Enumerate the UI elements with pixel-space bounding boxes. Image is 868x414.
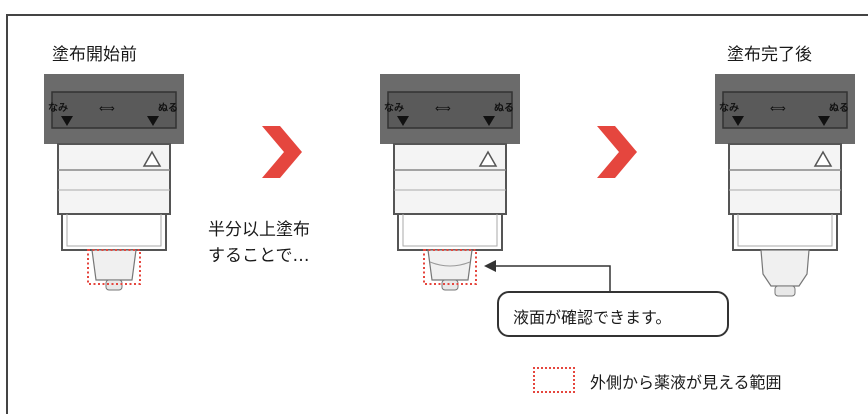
chevron-right-icon — [262, 126, 302, 178]
legend-swatch — [533, 367, 575, 393]
stage-label-after: 塗布完了後 — [727, 45, 812, 65]
diagram-frame — [6, 14, 868, 414]
cap-mark-right: ぬる — [494, 103, 514, 114]
applicator-middle: なみ ⟺ ぬる — [380, 74, 520, 304]
stage-label-before: 塗布開始前 — [52, 45, 137, 65]
cap-mark-left: なみ — [384, 103, 404, 114]
cap-mark-left: なみ — [719, 103, 739, 114]
applicator-before: なみ ⟺ ぬる — [44, 74, 184, 304]
callout-box: 液面が確認できます。 — [497, 291, 729, 337]
cap-arrow-icon: ⟺ — [99, 102, 115, 115]
cap-arrow-icon: ⟺ — [435, 102, 451, 115]
cap-arrow-icon: ⟺ — [770, 102, 786, 115]
note-line-1: 半分以上塗布 — [208, 220, 310, 240]
cap-mark-right: ぬる — [158, 103, 178, 114]
applicator-after: なみ ⟺ ぬる — [715, 74, 855, 304]
cap-mark-right: ぬる — [829, 103, 849, 114]
legend-text: 外側から薬液が見える範囲 — [590, 373, 782, 392]
note-line-2: することで… — [208, 246, 310, 266]
chevron-right-icon — [597, 126, 637, 178]
cap-mark-left: なみ — [48, 103, 68, 114]
callout-text: 液面が確認できます。 — [513, 308, 672, 327]
